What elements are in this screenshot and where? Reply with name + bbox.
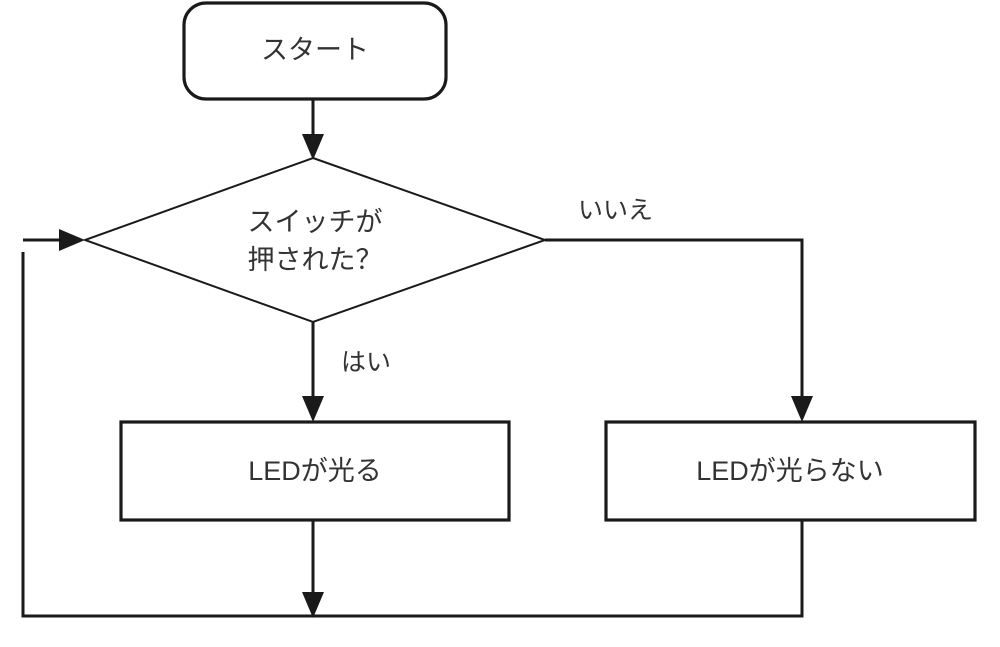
- node-process-led-on[interactable]: LEDが光る: [119, 420, 511, 522]
- edge-decision-yes: [302, 322, 324, 422]
- edge-label-no: いいえ: [578, 197, 653, 225]
- node-start[interactable]: スタート: [182, 1, 448, 101]
- node-decision-label-line1: スイッチが: [248, 207, 383, 237]
- edge-loop-back-left: [302, 520, 324, 618]
- node-start-label: スタート: [261, 35, 369, 65]
- edge-start-to-decision: [302, 100, 324, 160]
- node-process-led-off[interactable]: LEDが光らない: [604, 420, 977, 522]
- node-process-led-on-label: LEDが光る: [248, 456, 382, 486]
- node-decision[interactable]: スイッチが 押された？: [82, 156, 549, 324]
- edge-decision-no: [545, 238, 813, 422]
- edge-label-yes: はい: [341, 349, 391, 377]
- edge-loop-back-right: [21, 229, 804, 618]
- node-process-led-off-label: LEDが光らない: [696, 456, 884, 486]
- node-decision-label-line2: 押された？: [248, 245, 383, 275]
